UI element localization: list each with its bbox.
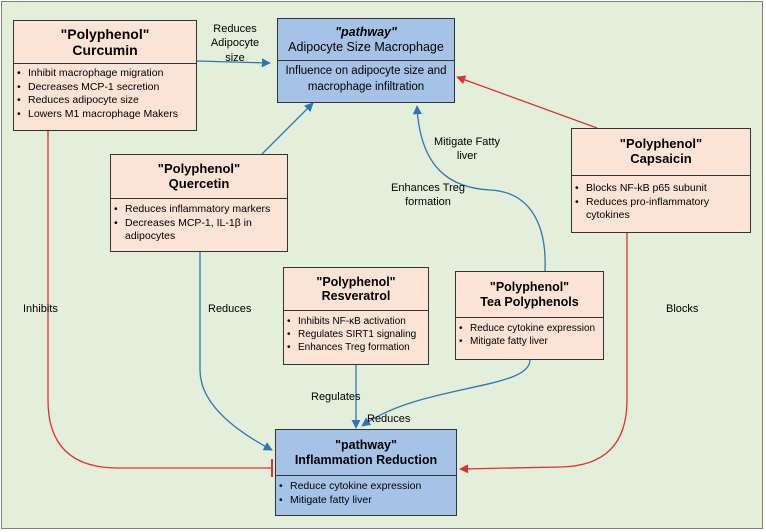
adipocyte-pathway-node: "pathway" Adipocyte Size Macrophage Infl… — [277, 18, 455, 103]
resveratrol-effects: Inhibits NF-κB activation Regulates SIRT… — [284, 311, 428, 354]
edge-capsaicin-to-inflammation — [459, 233, 628, 474]
capsaicin-node: "Polyphenol" Capsaicin Blocks NF-kB p65 … — [571, 128, 751, 233]
edge-tea-to-adipocyte — [412, 105, 546, 272]
capsaicin-effects: Blocks NF-kB p65 subunit Reduces pro-inf… — [572, 176, 750, 223]
resveratrol-header: "Polyphenol" Resveratrol — [284, 268, 428, 311]
edge-quercetin-to-inflammation — [199, 252, 273, 451]
tea-polyphenols-node: "Polyphenol" Tea Polyphenols Reduce cyto… — [455, 271, 604, 360]
list-item: Reduce cytokine expression — [456, 322, 603, 335]
list-item: Reduces adipocyte size — [14, 94, 196, 108]
resveratrol-node: "Polyphenol" Resveratrol Inhibits NF-κB … — [283, 267, 429, 365]
list-item: Reduces inflammatory markers — [111, 203, 287, 217]
quercetin-label: "Polyphenol" — [157, 160, 241, 176]
edge-label-enhances-treg: Enhances Treg formation — [391, 182, 465, 209]
capsaicin-header: "Polyphenol" Capsaicin — [572, 129, 750, 176]
inflammation-label: "pathway" — [335, 438, 397, 453]
inflammation-pathway-node: "pathway" Inflammation Reduction Reduce … — [275, 429, 457, 516]
adipocyte-title: Adipocyte Size Macrophage — [288, 39, 444, 54]
list-item: Mitigate fatty liver — [276, 494, 456, 508]
inflammation-effects: Reduce cytokine expression Mitigate fatt… — [276, 476, 456, 507]
list-item: Enhances Treg formation — [284, 341, 428, 354]
list-item: Blocks NF-kB p65 subunit — [572, 182, 750, 196]
list-item: Inhibit macrophage migration — [14, 67, 196, 81]
tea-effects: Reduce cytokine expression Mitigate fatt… — [456, 318, 603, 348]
inflammation-header: "pathway" Inflammation Reduction — [276, 430, 456, 476]
quercetin-effects: Reduces inflammatory markers Decreases M… — [111, 199, 287, 244]
curcumin-title: Curcumin — [72, 42, 138, 58]
edge-curcumin-to-adipocyte — [196, 58, 271, 68]
edge-label-reduces-adipocyte-size: Reduces Adipocyte size — [210, 23, 260, 64]
quercetin-header: "Polyphenol" Quercetin — [111, 155, 287, 199]
curcumin-effects: Inhibit macrophage migration Decreases M… — [14, 64, 196, 122]
curcumin-node: "Polyphenol" Curcumin Inhibit macrophage… — [13, 20, 197, 131]
edge-curcumin-to-inflammation — [47, 131, 272, 469]
edge-quercetin-to-adipocyte — [261, 102, 314, 155]
inflammation-title: Inflammation Reduction — [294, 452, 438, 467]
capsaicin-title: Capsaicin — [630, 151, 692, 166]
edge-label-reduces-quercetin: Reduces — [208, 303, 252, 315]
list-item: Decreases MCP-1, IL-1β in adipocytes — [111, 217, 287, 244]
list-item: Mitigate fatty liver — [456, 335, 603, 348]
list-item: Regulates SIRT1 signaling — [284, 328, 428, 341]
adipocyte-header: "pathway" Adipocyte Size Macrophage — [278, 19, 454, 61]
curcumin-header: "Polyphenol" Curcumin — [14, 21, 196, 64]
list-item: Reduces pro-inflammatory cytokines — [572, 196, 750, 223]
resveratrol-label: "Polyphenol" — [316, 274, 396, 289]
adipocyte-description: Influence on adipocyte size and macropha… — [285, 65, 447, 94]
edge-label-inhibits: Inhibits — [23, 303, 58, 315]
quercetin-title: Quercetin — [168, 175, 230, 191]
list-item: Reduce cytokine expression — [276, 480, 456, 494]
list-item: Inhibits NF-κB activation — [284, 315, 428, 328]
tea-header: "Polyphenol" Tea Polyphenols — [456, 272, 603, 318]
edge-tea-to-inflammation — [361, 359, 531, 427]
list-item: Lowers M1 macrophage Makers — [14, 108, 196, 122]
tea-label: "Polyphenol" — [489, 280, 570, 295]
edge-label-blocks: Blocks — [666, 303, 699, 315]
edge-capsaicin-to-adipocyte — [456, 75, 598, 129]
capsaicin-label: "Polyphenol" — [619, 136, 703, 152]
edge-label-mitigate-fatty-liver: Mitigate Fatty liver — [433, 136, 501, 163]
tea-title: Tea Polyphenols — [480, 294, 579, 309]
curcumin-label: "Polyphenol" — [60, 25, 150, 42]
list-item: Decreases MCP-1 secretion — [14, 81, 196, 95]
adipocyte-label: "pathway" — [335, 25, 397, 40]
quercetin-node: "Polyphenol" Quercetin Reduces inflammat… — [110, 154, 288, 252]
resveratrol-title: Resveratrol — [321, 289, 391, 303]
edge-label-regulates: Regulates — [311, 391, 361, 403]
edge-label-reduces-tea: Reduces — [367, 413, 411, 425]
